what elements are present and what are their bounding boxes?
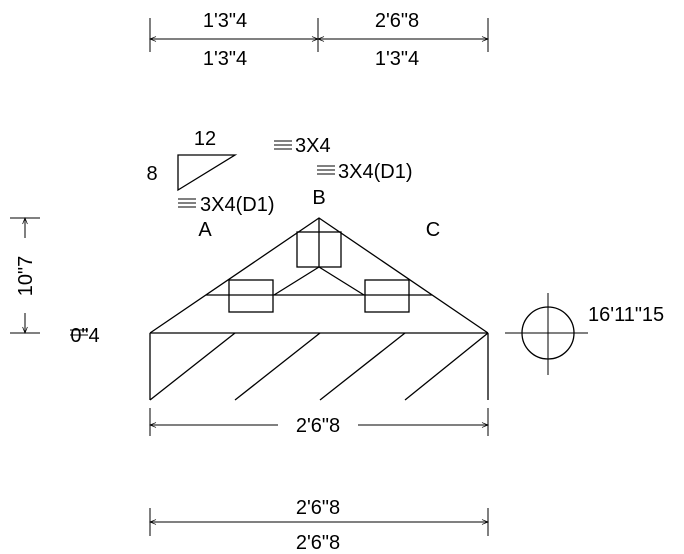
joint-label-a: A: [198, 219, 212, 241]
plate-symbol-top-right: [317, 165, 335, 175]
overhang-marker: [70, 329, 88, 336]
top-left-dim-sublabel: 1'3"4: [203, 48, 247, 70]
pitch-run-label: 12: [194, 128, 216, 150]
plate-label-top-center: 3X4: [295, 135, 331, 157]
bottom-dim-label: 2'6"8: [296, 497, 340, 519]
height-dimension: [10, 217, 40, 334]
plate-symbol-top-left: [178, 198, 196, 208]
plate-label-top-left: 3X4(D1): [200, 194, 274, 216]
bearing-label: 16'11"15: [588, 304, 664, 326]
top-dimension-chain: [149, 18, 489, 52]
inner-span-dimension: [149, 408, 489, 436]
plate-label-top-right: 3X4(D1): [338, 161, 412, 183]
inner-span-label: 2'6"8: [296, 415, 340, 437]
joint-label-b: B: [312, 187, 325, 209]
plate-symbol-top-center: [274, 140, 292, 150]
pitch-rise-label: 8: [146, 163, 157, 185]
bottom-dimension: [149, 508, 489, 536]
pitch-triangle: [177, 154, 238, 192]
joint-label-c: C: [426, 219, 440, 241]
top-right-dim-sublabel: 1'3"4: [375, 48, 419, 70]
top-left-dim-label: 1'3"4: [203, 10, 247, 32]
height-dim-label: 10"7: [15, 256, 37, 296]
hatch-area: [149, 332, 489, 401]
top-right-dim-label: 2'6"8: [375, 10, 419, 32]
bottom-dim-sublabel: 2'6"8: [296, 532, 340, 554]
plate-box-right: [364, 279, 410, 313]
overhang-label: 0"4: [70, 325, 99, 347]
plate-box-left: [228, 279, 274, 313]
plate-box-top: [296, 231, 342, 268]
bearing-circle-symbol: [505, 293, 588, 375]
